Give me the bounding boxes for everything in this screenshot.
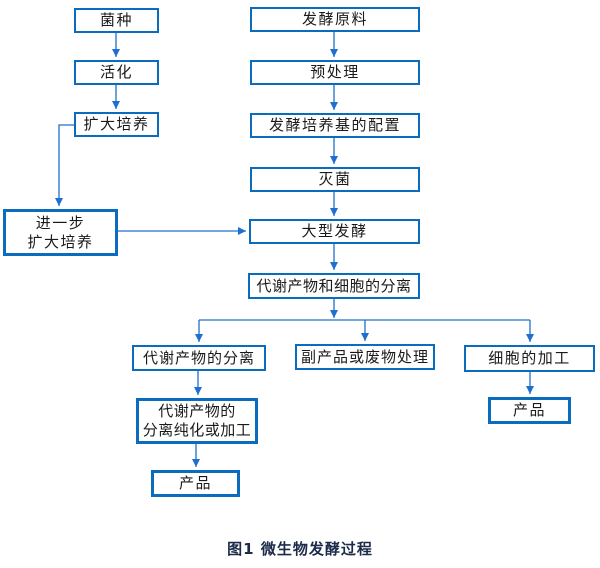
node-purification-processing: 代谢产物的 分离纯化或加工 (136, 398, 258, 444)
arrow-expand-to-further-expand (55, 124, 74, 206)
node-sterilization: 灭菌 (250, 167, 420, 192)
node-pretreatment: 预处理 (250, 60, 420, 85)
node-cell-processing: 细胞的加工 (464, 345, 595, 372)
node-product-right: 产品 (488, 397, 571, 424)
figure-caption: 图1 微生物发酵过程 (227, 540, 373, 558)
node-byproduct-waste-treatment: 副产品或废物处理 (295, 344, 435, 370)
node-metabolite-cell-separation: 代谢产物和细胞的分离 (248, 273, 420, 299)
node-raw-material: 发酵原料 (250, 7, 420, 32)
node-large-fermentation: 大型发酵 (249, 219, 420, 244)
node-activation: 活化 (74, 60, 159, 85)
node-medium-preparation: 发酵培养基的配置 (250, 113, 420, 138)
node-product-left: 产品 (151, 470, 240, 497)
node-expand-culture: 扩大培养 (74, 112, 159, 137)
node-metabolite-separation: 代谢产物的分离 (132, 345, 266, 371)
node-further-expand-culture: 进一步 扩大培养 (3, 209, 118, 256)
node-strain: 菌种 (74, 8, 159, 33)
